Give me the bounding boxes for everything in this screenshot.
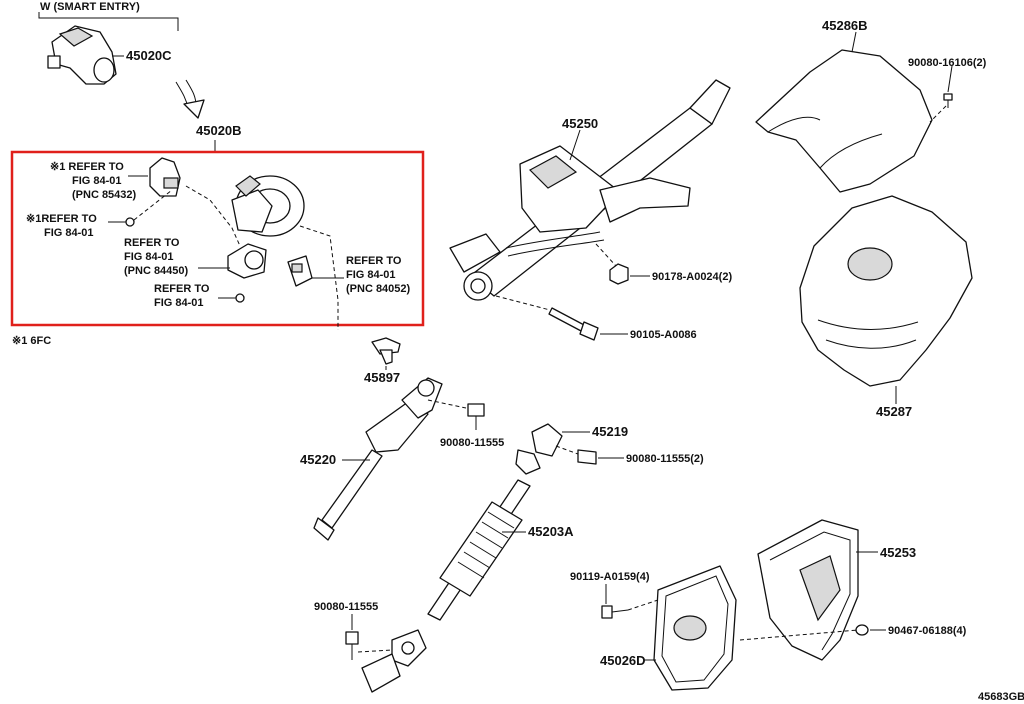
label-90080-11555-upper: 90080-11555	[440, 437, 504, 449]
part-45287-lower-cover[interactable]	[799, 195, 973, 387]
ref-note-screw: ※1REFER TO FIG 84-01	[26, 213, 97, 239]
label-90080-11555-lower: 90080-11555	[314, 601, 378, 613]
part-45026d-seal[interactable]	[653, 565, 737, 691]
key-cylinder-part[interactable]	[149, 157, 181, 197]
label-45203a: 45203A	[528, 524, 574, 539]
part-45250-steering-column[interactable]	[449, 79, 731, 301]
svg-text:(PNC 84450): (PNC 84450)	[124, 265, 189, 277]
ignition-housing-part[interactable]	[231, 175, 305, 237]
bolt-90080-11555-upper-icon[interactable]	[467, 403, 485, 430]
switch-connector-part[interactable]	[287, 255, 313, 287]
bolt-90119-icon[interactable]	[601, 605, 629, 619]
ref-note-pnc-84450: REFER TO FIG 84-01 (PNC 84450)	[124, 237, 189, 277]
label-90080-16106: 90080-16106(2)	[908, 57, 987, 69]
svg-text:FIG 84-01: FIG 84-01	[72, 175, 122, 187]
part-45219-joint[interactable]	[515, 423, 563, 475]
part-45286b-upper-cover[interactable]	[755, 49, 933, 193]
footnote: ※1 6FC	[12, 335, 51, 347]
svg-text:REFER TO: REFER TO	[124, 237, 180, 249]
svg-text:※1REFER TO: ※1REFER TO	[26, 213, 97, 225]
part-45253-cover[interactable]	[757, 519, 859, 661]
label-45026d: 45026D	[600, 653, 646, 668]
label-45253: 45253	[880, 545, 916, 560]
bolt-90080-11555-lower-icon[interactable]	[345, 631, 359, 660]
nut-90178-icon[interactable]	[609, 263, 629, 285]
label-90178: 90178-A0024(2)	[652, 271, 732, 283]
screw-icon[interactable]	[125, 217, 135, 227]
bolt-90080-11555-pair-icon[interactable]	[577, 449, 597, 465]
label-90467: 90467-06188(4)	[888, 625, 967, 637]
label-45220: 45220	[300, 452, 336, 467]
svg-text:FIG 84-01: FIG 84-01	[346, 269, 396, 281]
part-45020c-housing[interactable]	[47, 25, 117, 85]
svg-text:REFER TO: REFER TO	[154, 283, 210, 295]
svg-text:(PNC 85432): (PNC 85432)	[72, 189, 137, 201]
bolt-45897-icon[interactable]	[371, 337, 401, 365]
label-45219: 45219	[592, 424, 628, 439]
variant-bracket: W (SMART ENTRY)	[38, 1, 179, 31]
label-45250: 45250	[562, 116, 598, 131]
diagram-id: 45683GB	[978, 691, 1024, 703]
label-45020b: 45020B	[196, 123, 242, 138]
label-45287: 45287	[876, 404, 912, 419]
clip-90467-icon[interactable]	[855, 624, 869, 636]
transponder-part[interactable]	[227, 243, 267, 279]
svg-text:(PNC 84052): (PNC 84052)	[346, 283, 411, 295]
label-45020c: 45020C	[126, 48, 172, 63]
label-45286b: 45286B	[822, 18, 868, 33]
arrow-icon	[175, 79, 205, 119]
svg-text:FIG 84-01: FIG 84-01	[124, 251, 174, 263]
part-45220-intermediate-shaft[interactable]	[313, 377, 443, 541]
svg-text:※1 REFER TO: ※1 REFER TO	[50, 161, 124, 173]
label-45897: 45897	[364, 370, 400, 385]
screw-90080-16106-icon[interactable]	[943, 93, 953, 108]
part-45203a-boot-shaft[interactable]	[361, 479, 531, 693]
screw-icon[interactable]	[235, 293, 245, 303]
highlight-box	[10, 150, 425, 327]
bolt-90105-icon[interactable]	[548, 307, 599, 341]
variant-label: W (SMART ENTRY)	[40, 1, 140, 13]
svg-text:FIG 84-01: FIG 84-01	[154, 297, 204, 309]
ref-note-bottom-screw: REFER TO FIG 84-01	[154, 283, 210, 309]
label-90080-11555-pair: 90080-11555(2)	[626, 453, 704, 465]
ref-note-pnc-85432: ※1 REFER TO FIG 84-01 (PNC 85432)	[50, 161, 137, 201]
svg-text:FIG 84-01: FIG 84-01	[44, 227, 94, 239]
label-90119: 90119-A0159(4)	[570, 571, 650, 583]
label-90105: 90105-A0086	[630, 329, 697, 341]
ref-note-pnc-84052: REFER TO FIG 84-01 (PNC 84052)	[346, 255, 411, 295]
svg-text:REFER TO: REFER TO	[346, 255, 402, 267]
